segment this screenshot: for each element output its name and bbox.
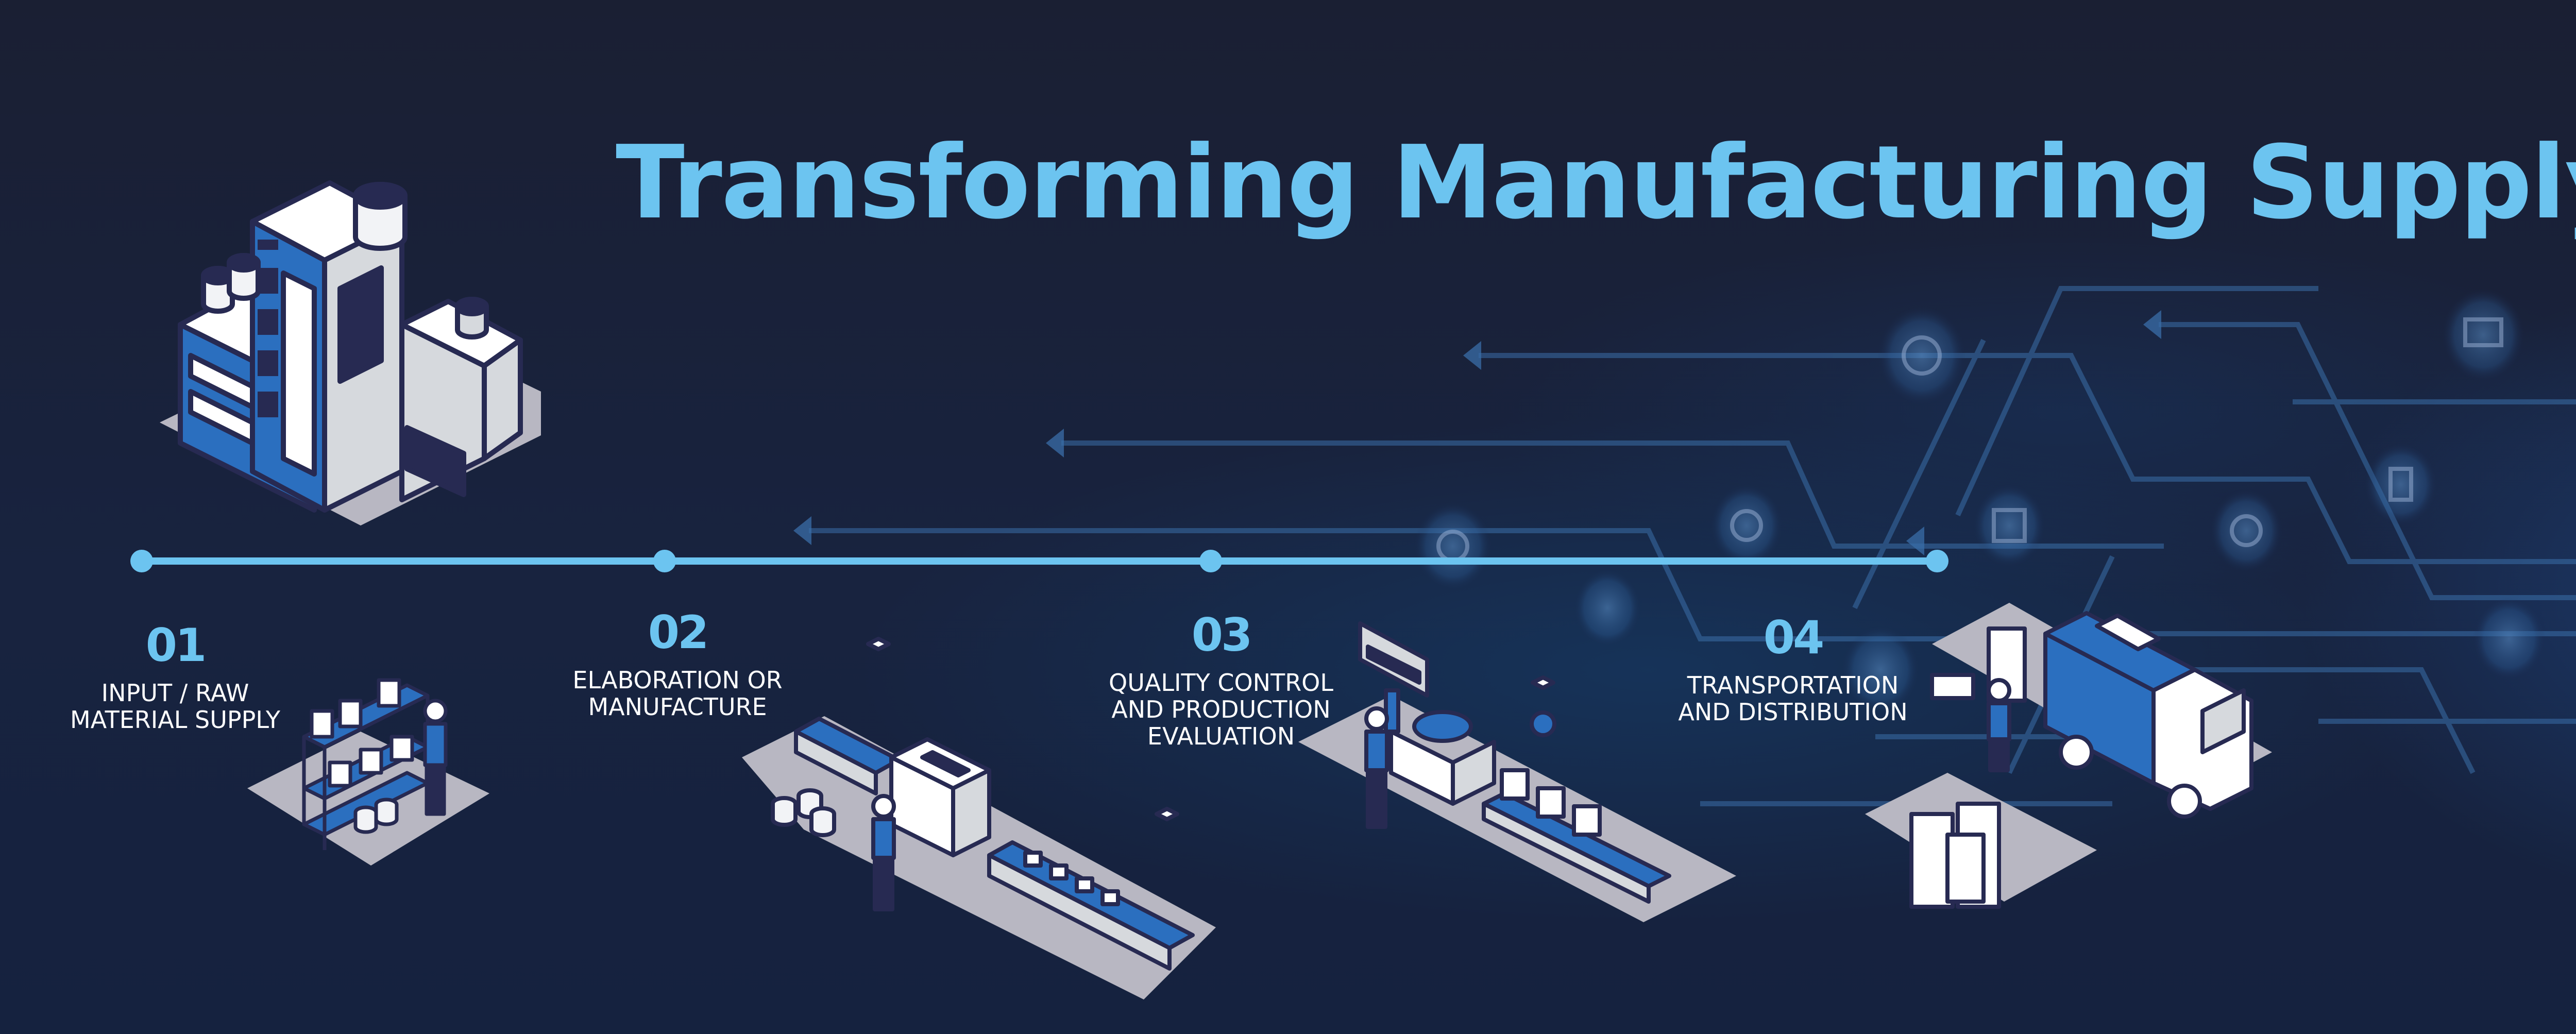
timeline-dot-3: [1199, 550, 1222, 572]
step-number: 03: [1191, 608, 1252, 662]
timeline: [130, 550, 1948, 572]
step-number: 02: [648, 606, 709, 659]
step-label: INPUT / RAW MATERIAL SUPPLY: [70, 679, 280, 734]
step-04: 04 TRANSPORTATION AND DISTRIBUTION: [1659, 611, 1927, 726]
step-number: 04: [1763, 611, 1824, 664]
step-label: TRANSPORTATION AND DISTRIBUTION: [1678, 671, 1908, 726]
delivery-truck-icon: [1865, 603, 2272, 909]
step-number: 01: [145, 619, 207, 672]
conveyor-production-line-icon: [742, 637, 1216, 999]
timeline-dot-2: [653, 550, 676, 572]
warehouse-shelves-icon: [247, 678, 489, 866]
timeline-dot-4: [1926, 550, 1948, 572]
step-label: ELABORATION OR MANUFACTURE: [572, 666, 783, 721]
step-02: 02 ELABORATION OR MANUFACTURE: [544, 606, 811, 721]
page-title: Transforming Manufacturing Supplychain: [616, 124, 2576, 242]
step-03: 03 QUALITY CONTROL AND PRODUCTION EVALUA…: [1082, 611, 1360, 750]
quality-control-machine-icon: [1298, 621, 1736, 922]
factory-building-icon: [160, 180, 541, 526]
step-01: 01 INPUT / RAW MATERIAL SUPPLY: [52, 619, 299, 734]
step-label: QUALITY CONTROL AND PRODUCTION EVALUATIO…: [1109, 669, 1333, 750]
timeline-dot-1: [130, 550, 153, 572]
